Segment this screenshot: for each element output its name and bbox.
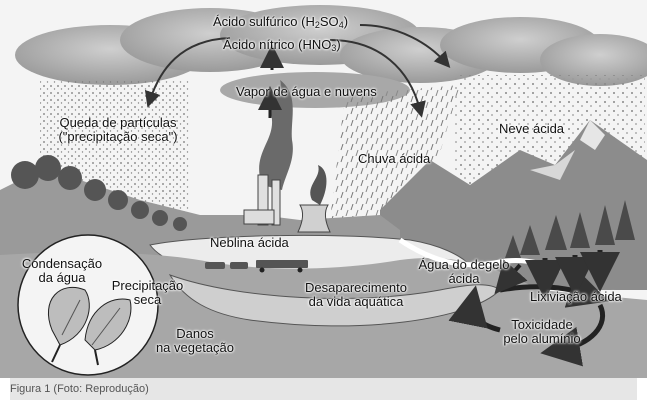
vapor-clouds-label: Vapor de água e nuvens: [236, 84, 377, 99]
aquatic-loss-line2: da vida aquática: [308, 294, 404, 309]
diagram-artwork: [0, 5, 647, 378]
aluminum-toxicity-line2: pelo alumínio: [503, 331, 581, 346]
dry-precip-label: Precipitação seca: [100, 279, 195, 307]
dry-precip-line1: Precipitação: [111, 278, 184, 293]
cloud-band: [15, 5, 647, 108]
sulfuric-acid-label: Ácido sulfúrico (H2SO4): [213, 14, 349, 30]
vehicles: [205, 260, 308, 273]
condensation-line1: Condensação: [21, 256, 103, 271]
aluminum-toxicity-line1: Toxicidade: [511, 317, 573, 332]
aquatic-loss-line1: Desaparecimento: [305, 280, 407, 295]
acid-rain-label: Chuva ácida: [358, 151, 431, 166]
forest-left: [11, 155, 187, 231]
smoke-plume: [259, 80, 293, 190]
sulfuric-acid-mid: SO: [319, 14, 339, 29]
smoke-plume-small: [310, 165, 327, 205]
acid-snow-label: Neve ácida: [499, 121, 565, 136]
sulfuric-acid-sub2: 4: [338, 20, 344, 30]
vegetation-damage-label: Danos na vegetação: [140, 327, 250, 355]
sulfuric-acid-suffix: ): [343, 14, 349, 29]
factory: [243, 174, 331, 233]
dry-deposition-line2: ("precipitação seca"): [58, 129, 178, 144]
nitric-acid-label: Ácido nítrico (HNO3): [223, 37, 341, 53]
aquatic-loss-label: Desaparecimento da vida aquática: [286, 281, 426, 309]
vegetation-damage-line1: Danos: [176, 326, 214, 341]
acid-rain-diagram: Ácido sulfúrico (H2SO4) Ácido nítrico (H…: [0, 0, 647, 378]
leaching-label: Lixiviação ácida: [530, 289, 622, 304]
dry-deposition-label: Queda de partículas ("precipitação seca"…: [48, 116, 188, 144]
figure-caption: Figura 1 (Foto: Reprodução): [10, 383, 149, 395]
leaf-inset: [17, 234, 159, 376]
caption-bar: [10, 378, 637, 400]
forest-right: [505, 200, 635, 258]
dry-deposition-line1: Queda de partículas: [59, 115, 177, 130]
nitric-acid-prefix: Ácido nítrico (HNO: [223, 37, 332, 52]
sulfuric-acid-prefix: Ácido sulfúrico (H: [213, 14, 315, 29]
sulfuric-acid-sub1: 2: [314, 20, 320, 30]
condensation-line2: da água: [38, 270, 86, 285]
nitric-acid-sub: 3: [331, 43, 337, 53]
nitric-acid-suffix: ): [336, 37, 341, 52]
vegetation-damage-line2: na vegetação: [155, 340, 235, 355]
snowmelt-line1: Água do degelo: [418, 257, 510, 272]
snowmelt-label: Água do degelo ácida: [404, 258, 524, 286]
acid-fog-label: Neblina ácida: [210, 235, 289, 250]
snowmelt-line2: ácida: [448, 271, 480, 286]
aluminum-toxicity-label: Toxicidade pelo alumínio: [487, 318, 597, 346]
condensation-label: Condensação da água: [12, 257, 112, 285]
dry-precip-line2: seca: [133, 292, 162, 307]
